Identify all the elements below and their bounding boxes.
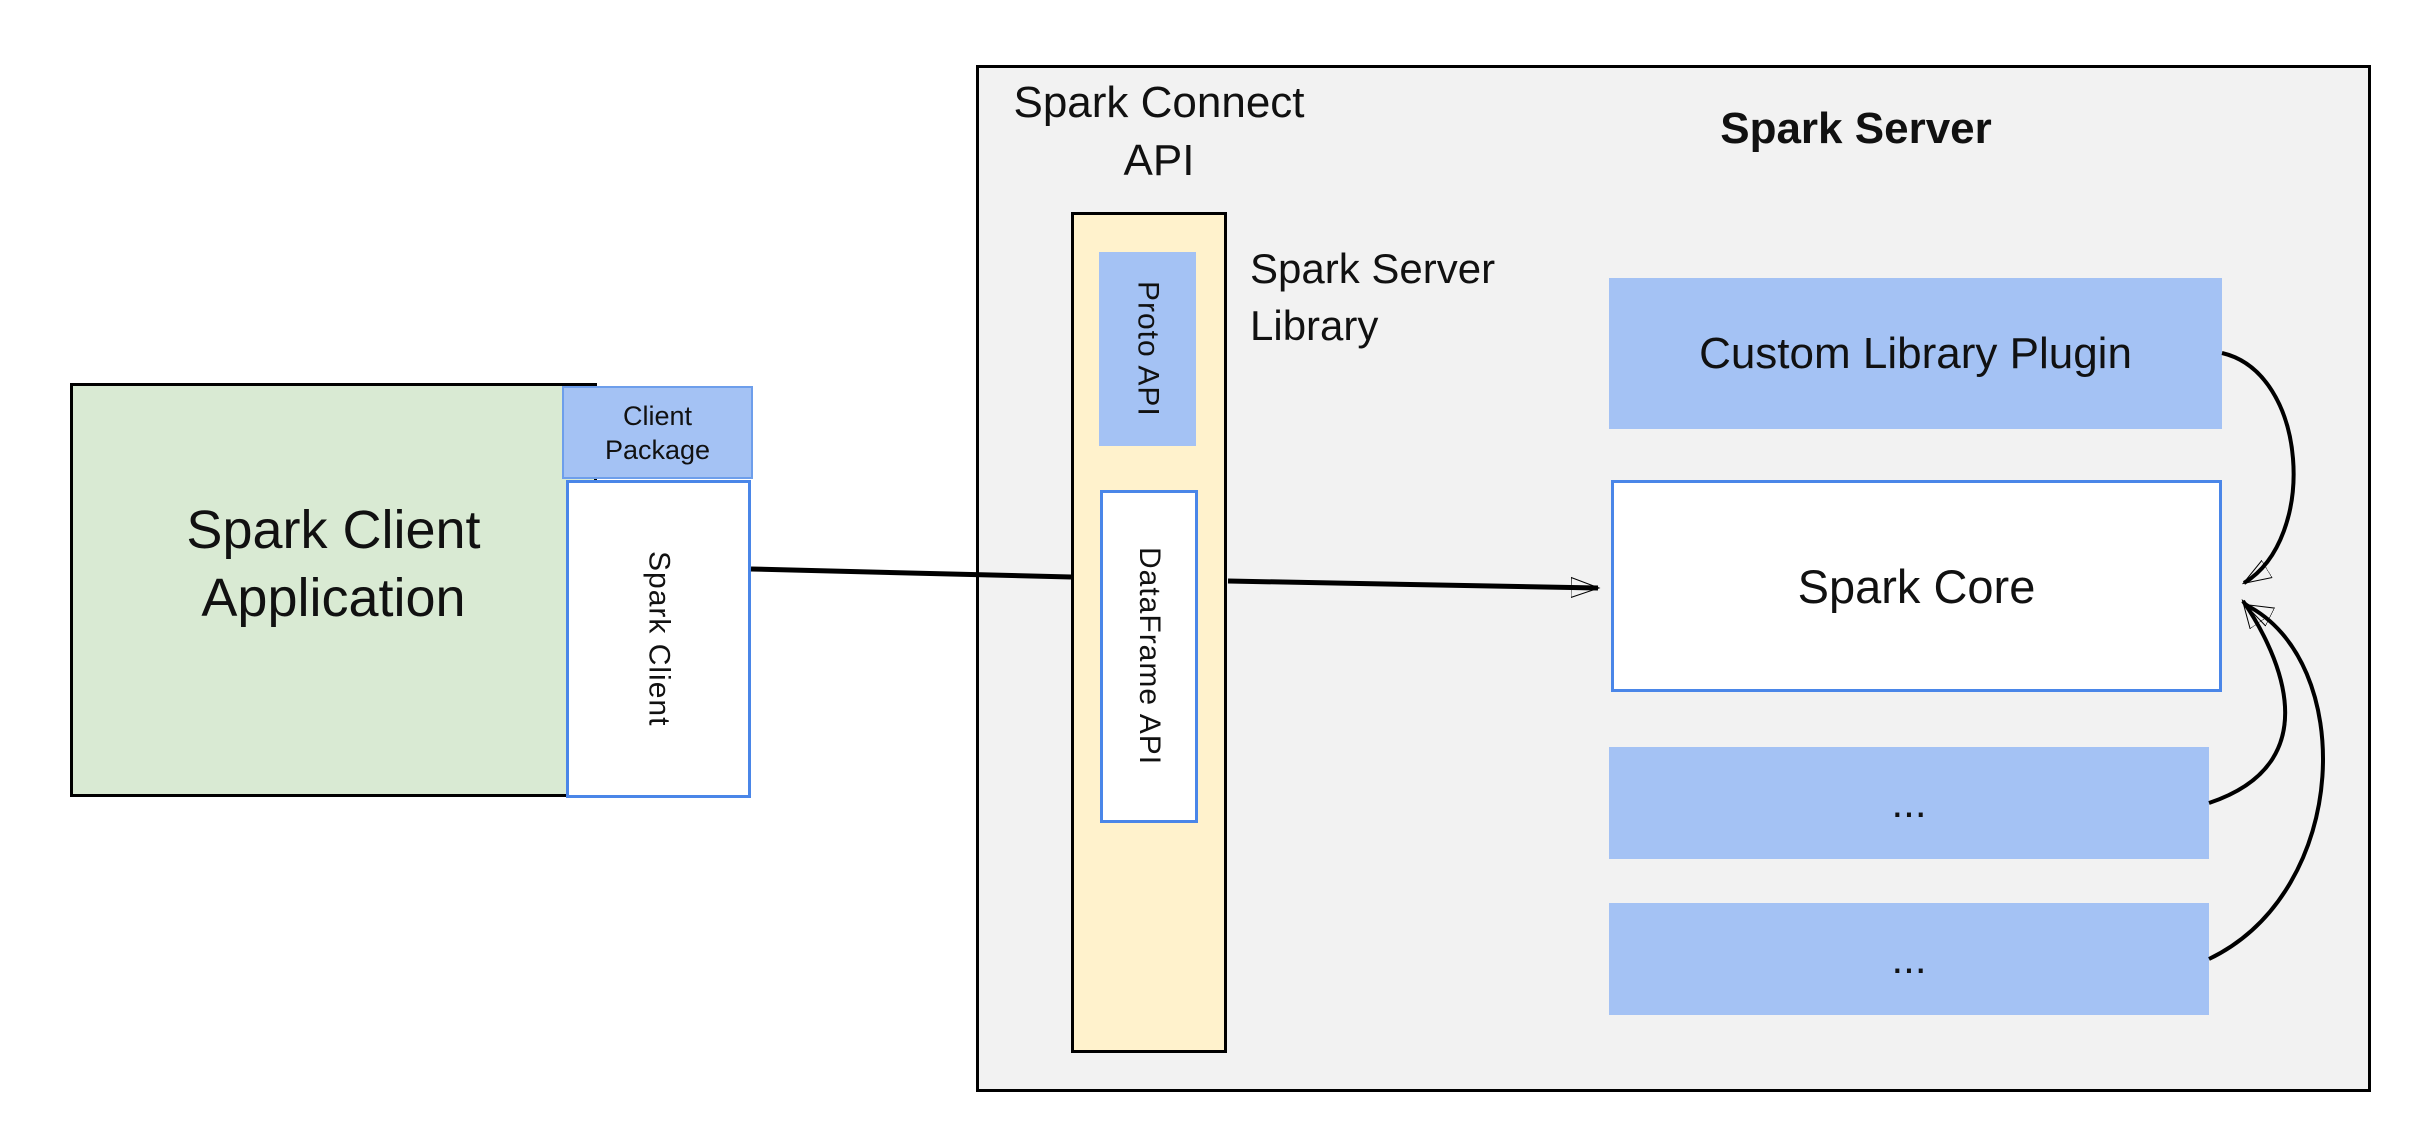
client-package-label: Client Package [604,400,711,465]
spark-client-application-label: Spark Client Application [186,500,481,628]
custom-library-plugin-label: Custom Library Plugin [1699,328,2132,378]
spark-server-library-label: Spark Server Library [1250,245,1496,349]
ellipsis-label-2: ... [1891,935,1927,982]
spark-server-title: Spark Server [1720,104,1992,153]
ellipsis-label-1: ... [1891,779,1927,826]
spark-core-label: Spark Core [1797,559,2036,613]
spark-connect-api-title: Spark Connect API [1013,78,1305,185]
dataframe-api-label: DataFrame API [1133,547,1166,766]
spark-client-application-box: Spark Client Application [70,383,597,797]
dataframe-api-box: DataFrame API [1100,490,1198,823]
ellipsis-box-1: ... [1609,747,2209,859]
spark-core-box: Spark Core [1611,480,2222,692]
proto-api-label: Proto API [1131,281,1165,417]
custom-library-plugin-box: Custom Library Plugin [1609,278,2222,429]
client-package-box: Client Package [562,386,753,479]
ellipsis-box-2: ... [1609,903,2209,1015]
spark-client-box: Spark Client [566,480,751,798]
proto-api-box: Proto API [1099,252,1196,446]
spark-client-label: Spark Client [642,551,676,727]
